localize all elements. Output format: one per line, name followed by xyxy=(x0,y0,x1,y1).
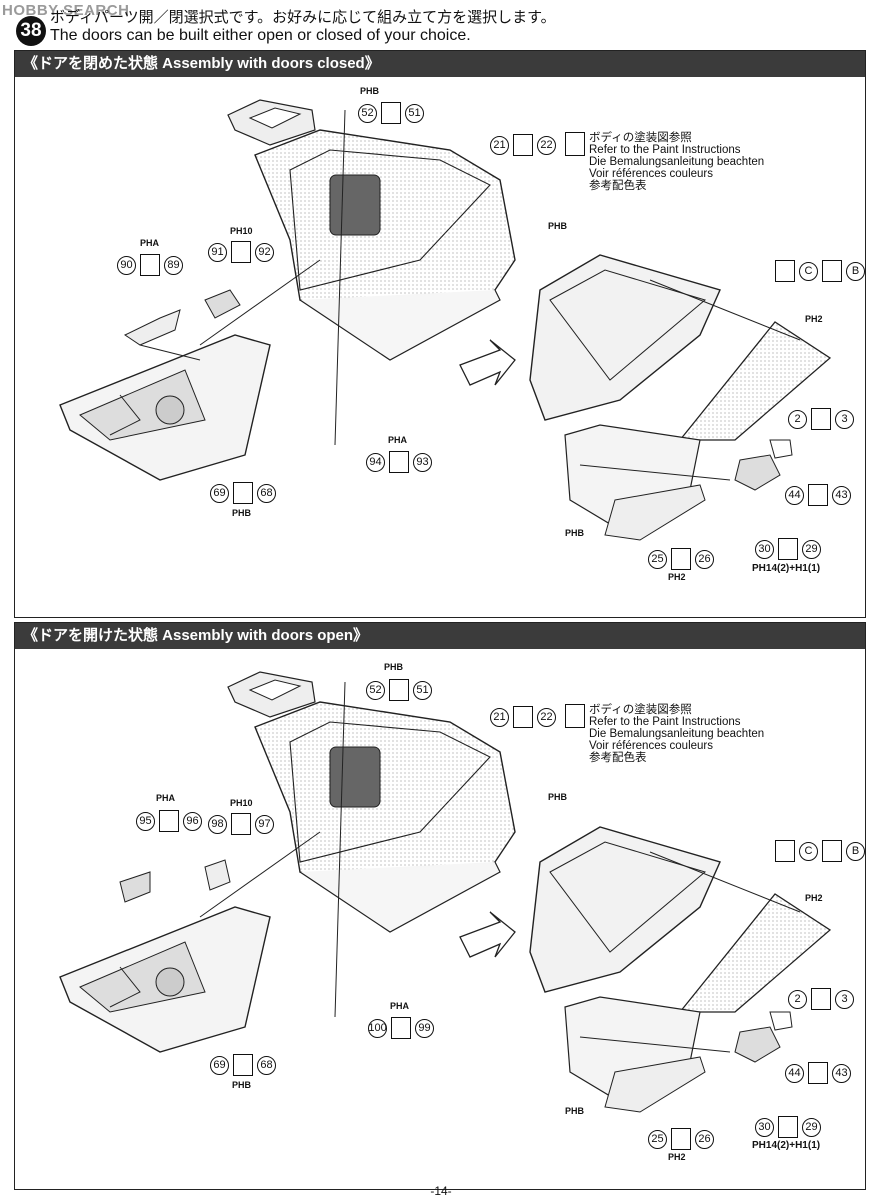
bowtie-icon xyxy=(389,451,409,473)
section-doors-closed: 《ドアを閉めた状態 Assembly with doors closed》 xyxy=(14,50,866,618)
paint-text-en: Refer to the Paint Instructions xyxy=(589,144,741,156)
ph-label: PHA xyxy=(156,793,176,803)
bowtie-icon xyxy=(391,1017,411,1039)
paint-text-fr: Voir références couleurs xyxy=(589,168,714,180)
paint-text-jp2: 参考配色表 xyxy=(589,180,647,192)
bowtie-icon xyxy=(778,1116,798,1138)
ph-label: PHA xyxy=(390,1001,410,1011)
ph-label: PH2 xyxy=(805,893,823,903)
bowtie-icon xyxy=(778,538,798,560)
ph-label: PHA xyxy=(140,238,160,248)
bowtie-icon xyxy=(381,102,401,124)
header-en: The doors can be built either open or cl… xyxy=(50,27,471,44)
ph-label: PH2 xyxy=(668,572,686,582)
ph-label: PH2 xyxy=(805,314,823,324)
ph-label: PHA xyxy=(388,435,408,445)
ph-label: PHB xyxy=(384,662,404,672)
bowtie-icon xyxy=(822,840,842,862)
paint-text-fr: Voir références couleurs xyxy=(589,740,714,752)
bowtie-icon xyxy=(811,988,831,1010)
paint-text-de: Die Bemalungsanleitung beachten xyxy=(589,156,765,168)
ph-label: PHB xyxy=(548,792,568,802)
bowtie-icon xyxy=(513,706,533,728)
bowtie-icon xyxy=(671,1128,691,1150)
bowtie-icon xyxy=(808,484,828,506)
paint-instructions-1: ボディの塗装図参照 Refer to the Paint Instruction… xyxy=(565,132,795,202)
bowtie-icon xyxy=(513,134,533,156)
paint-instructions-2: ボディの塗装図参照 Refer to the Paint Instruction… xyxy=(565,704,795,774)
brush-icon xyxy=(775,260,795,282)
brush-icon xyxy=(775,840,795,862)
bowtie-icon xyxy=(231,241,251,263)
ph-label: PHB xyxy=(232,1080,252,1090)
ph-label: PHB xyxy=(232,508,252,518)
bowtie-icon xyxy=(159,810,179,832)
ph-label: PH10 xyxy=(230,226,253,236)
header-jp: ボディパーツ開／閉選択式です。お好みに応じて組み立て方を選択します。 xyxy=(50,9,556,26)
bowtie-icon xyxy=(808,1062,828,1084)
ph-label: PHB xyxy=(565,528,585,538)
bowtie-icon xyxy=(231,813,251,835)
paint-text-en: Refer to the Paint Instructions xyxy=(589,716,741,728)
step-number: 38 xyxy=(16,16,46,46)
bowtie-icon xyxy=(671,548,691,570)
paint-brush-icon xyxy=(565,704,585,728)
bowtie-icon xyxy=(233,1054,253,1076)
bowtie-icon xyxy=(233,482,253,504)
section-title: 《ドアを開けた状態 Assembly with doors open》 xyxy=(15,623,865,649)
paint-brush-icon xyxy=(565,132,585,156)
ph-label: PH10 xyxy=(230,798,253,808)
ph-label: PH2 xyxy=(668,1152,686,1162)
bowtie-icon xyxy=(822,260,842,282)
paint-text-de: Die Bemalungsanleitung beachten xyxy=(589,728,765,740)
paint-text-jp: ボディの塗装図参照 xyxy=(589,132,692,144)
bowtie-icon xyxy=(140,254,160,276)
bowtie-icon xyxy=(811,408,831,430)
glue-note: PH14(2)+H1(1) xyxy=(752,563,821,574)
ph-label: PHB xyxy=(548,221,568,231)
closed-body xyxy=(59,99,831,541)
page-number: -14- xyxy=(430,1184,452,1198)
glue-note: PH14(2)+H1(1) xyxy=(752,1140,821,1151)
paint-text-jp: ボディの塗装図参照 xyxy=(589,704,692,716)
paint-text-jp2: 参考配色表 xyxy=(589,752,647,764)
open-body xyxy=(59,671,831,1113)
ph-label: PHB xyxy=(565,1106,585,1116)
ph-label: PHB xyxy=(360,86,380,96)
section-title: 《ドアを閉めた状態 Assembly with doors closed》 xyxy=(15,51,865,77)
watermark: HOBBY SEARCH xyxy=(2,2,130,19)
section-doors-open: 《ドアを開けた状態 Assembly with doors open》 xyxy=(14,622,866,1190)
bowtie-icon xyxy=(389,679,409,701)
